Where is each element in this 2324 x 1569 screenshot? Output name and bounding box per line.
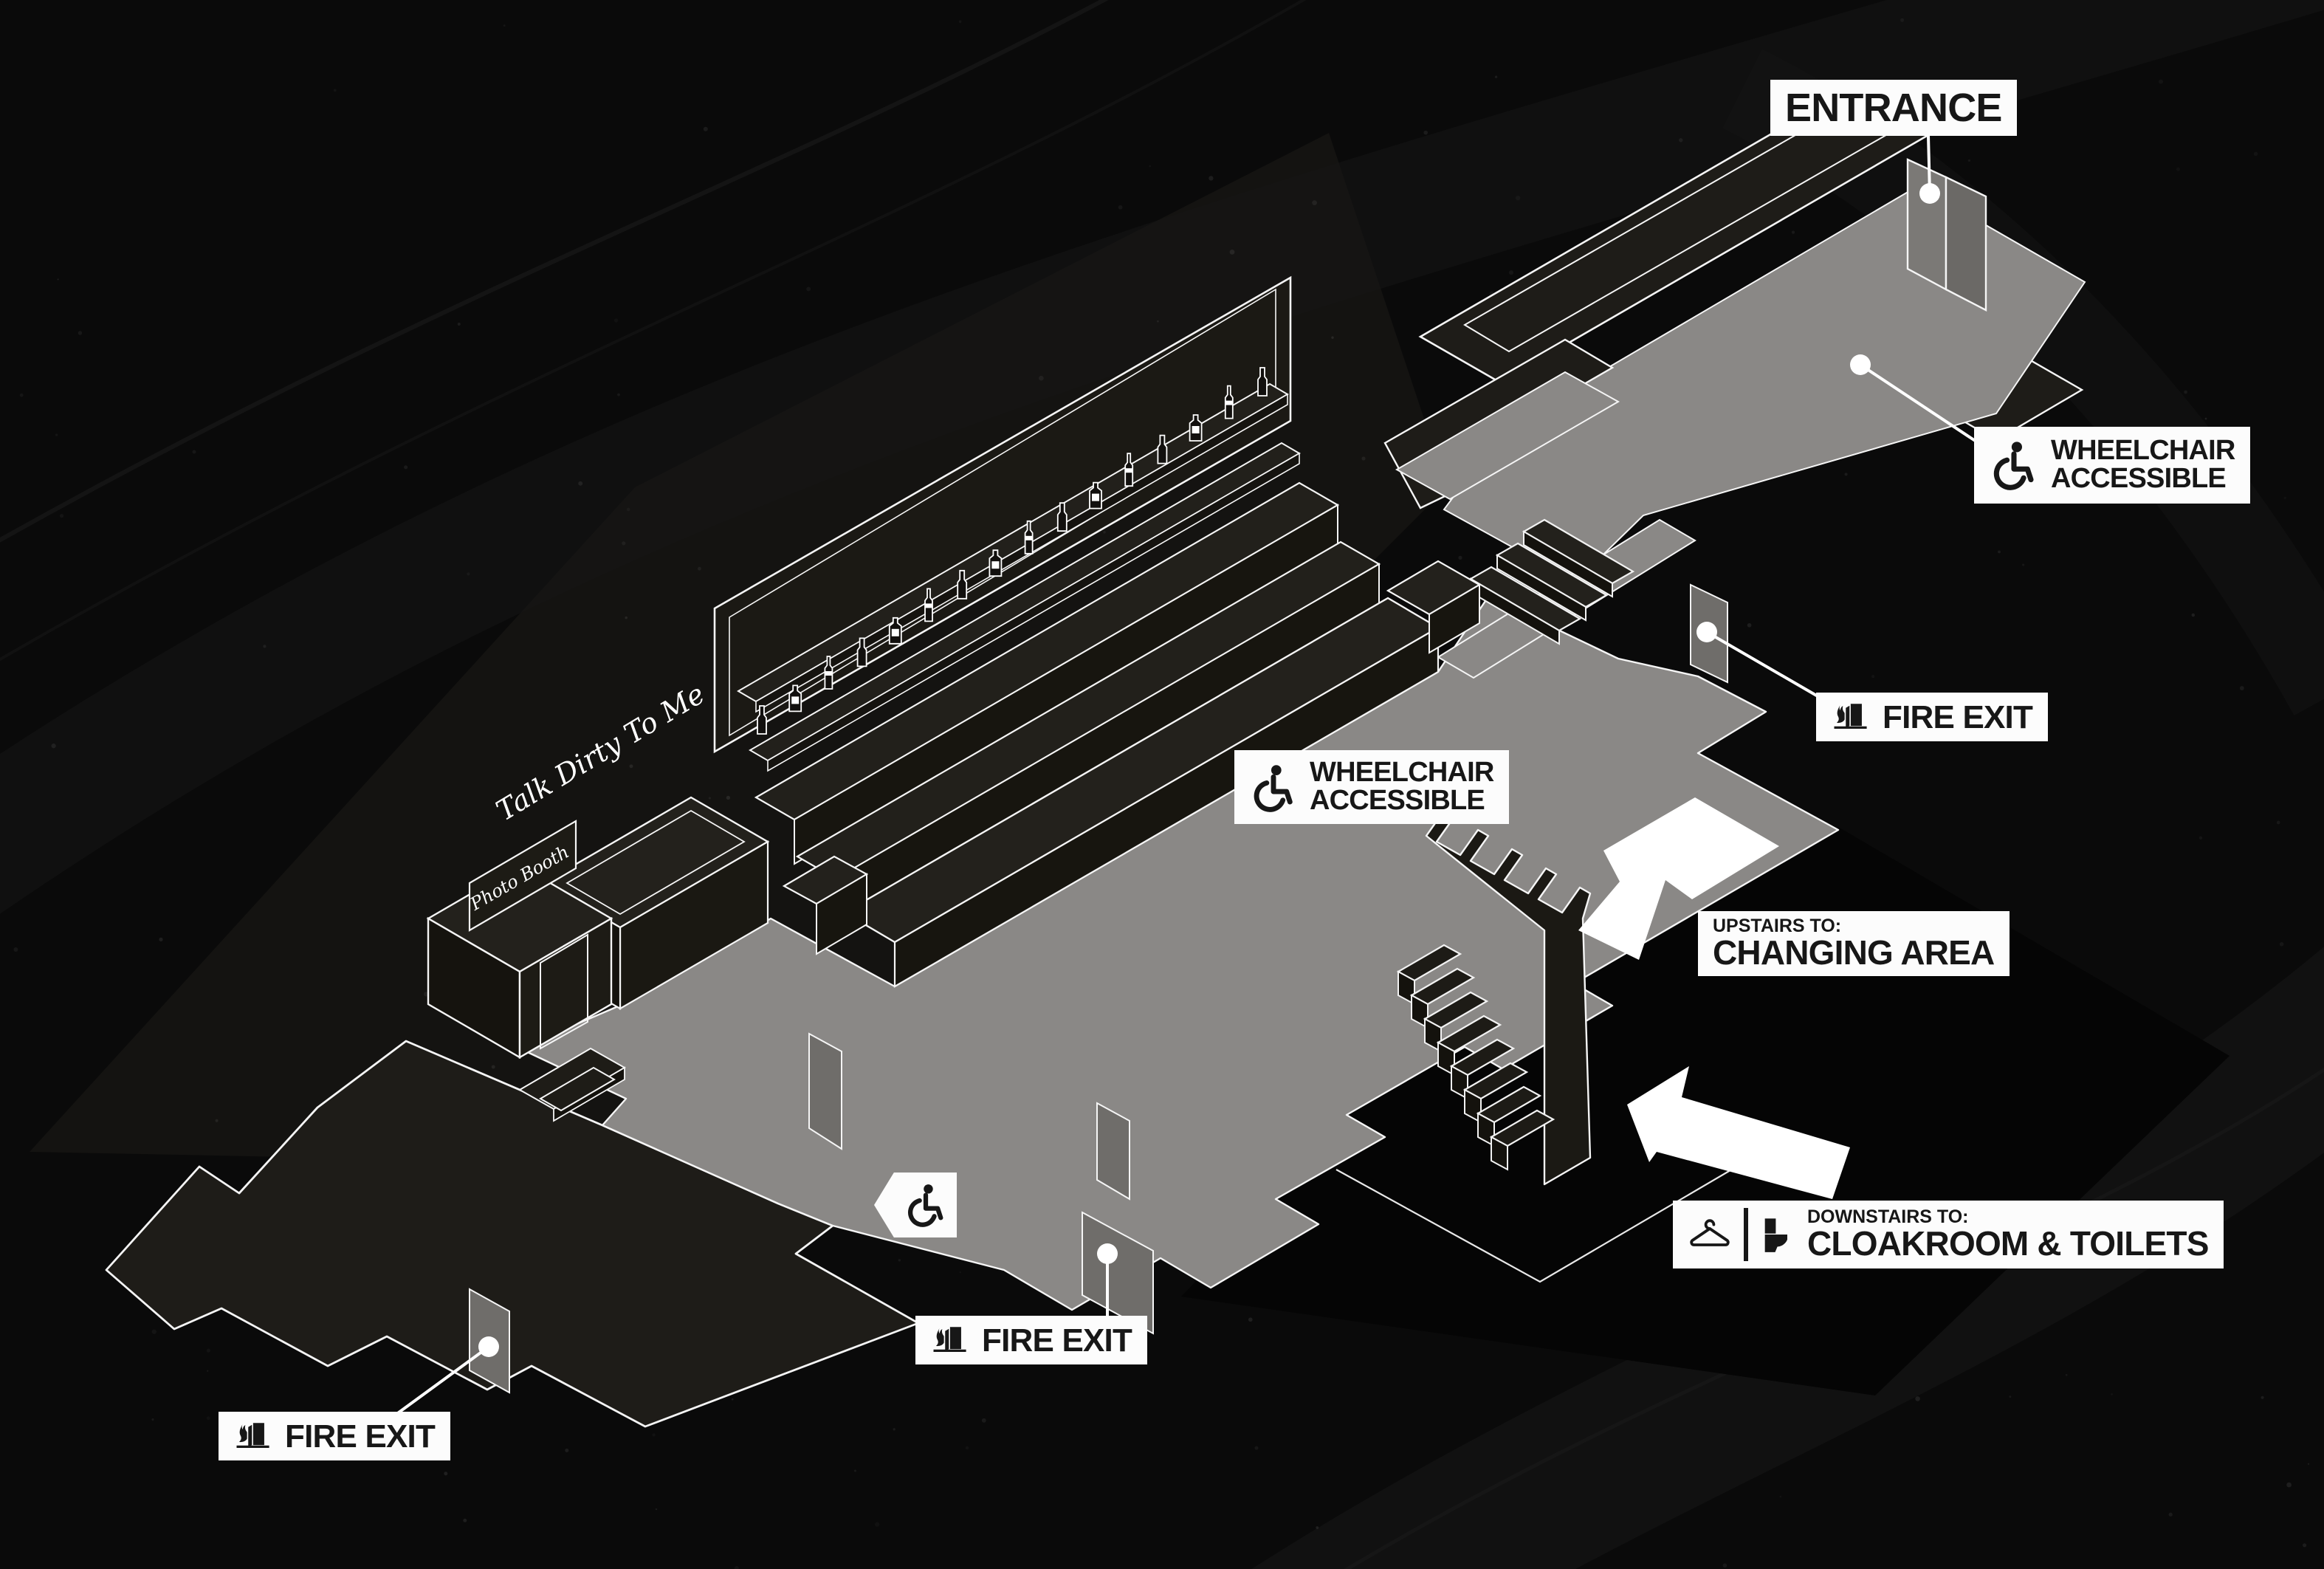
fire-exit-right-text: FIRE EXIT	[1883, 698, 2033, 735]
fire-exit-icon	[233, 1418, 273, 1454]
bottle-icon	[989, 549, 1003, 577]
staircase	[1335, 809, 1783, 1283]
bottle-icon	[1089, 481, 1102, 509]
fire-exit-center-label: FIRE EXIT	[915, 1316, 1147, 1364]
wheelchair-icon	[1249, 763, 1298, 811]
wheelchair-main-line1: WHEELCHAIR	[1310, 757, 1494, 789]
fire-exit-icon	[930, 1322, 970, 1358]
changing-area-title: CHANGING AREA	[1713, 933, 1995, 972]
fire-exit-door-center	[1082, 1211, 1154, 1335]
bar-shelf-edge	[767, 452, 1300, 772]
fire-exit-icon	[1831, 699, 1871, 735]
bottle-icon	[824, 656, 833, 690]
fire-exit-left-label: FIRE EXIT	[219, 1412, 450, 1460]
bottle-icon	[1024, 520, 1034, 555]
fire-exit-center-text: FIRE EXIT	[982, 1321, 1132, 1358]
photo-booth-door	[540, 933, 588, 1050]
entrance-corridor	[1383, 83, 2086, 679]
hanger-icon	[1688, 1217, 1732, 1252]
entrance-label: ENTRANCE	[1770, 80, 2017, 136]
bottle-icon	[1189, 414, 1203, 442]
entrance-door-panel	[1945, 176, 1987, 312]
wheelchair-entrance-line2: ACCESSIBLE	[2051, 464, 2227, 495]
entrance-door-panel	[1906, 158, 1947, 292]
bottle-icon	[1124, 453, 1134, 487]
toilet-icon	[1760, 1215, 1795, 1254]
bottle-icon	[1157, 434, 1168, 464]
stair-base-platform	[1335, 1139, 1783, 1283]
stair-riser	[1491, 1136, 1508, 1171]
photo-booth: Photo Booth	[426, 820, 627, 1122]
floor-wall-panel	[808, 1032, 842, 1150]
entry-step-riser	[1496, 554, 1586, 622]
wheelchair-entrance-line1: WHEELCHAIR	[2051, 435, 2235, 467]
fire-exit-left-text: FIRE EXIT	[285, 1417, 436, 1454]
downstairs-arrow	[1627, 1066, 1850, 1199]
fire-exit-right-label: FIRE EXIT	[1816, 693, 2048, 741]
leader-dots	[478, 183, 1940, 1357]
bottle-icon	[788, 684, 802, 713]
cloakroom-eyebrow: DOWNSTAIRS TO:	[1807, 1206, 1969, 1227]
bar: Talk Dirty To Me	[491, 275, 1482, 1010]
changing-area-label: UPSTAIRS TO: CHANGING AREA	[1698, 911, 2010, 976]
bottle-icon	[1224, 385, 1234, 419]
bar-return-front	[1429, 583, 1480, 654]
stair-wall	[1425, 809, 1592, 1186]
entry-step-riser	[1523, 530, 1613, 598]
wheelchair-main-line2: ACCESSIBLE	[1310, 786, 1485, 817]
bottle-row	[757, 367, 1268, 735]
bottle-icon	[757, 705, 767, 735]
floor-wall-panel	[1096, 1102, 1130, 1201]
wheelchair-accessible-entrance-label: WHEELCHAIR ACCESSIBLE	[1974, 427, 2250, 504]
photo-booth-sign-panel	[468, 820, 577, 932]
entrance-label-text: ENTRANCE	[1785, 85, 2002, 129]
bar-counter-front	[893, 626, 1440, 988]
booth-step	[539, 1066, 616, 1112]
bottle-icon	[1056, 502, 1068, 532]
label-divider	[1744, 1208, 1748, 1261]
upstairs-arrow	[1578, 797, 1779, 960]
bottle-icon	[856, 637, 867, 667]
bottle-icon	[888, 617, 902, 645]
bottle-icon	[924, 588, 933, 622]
changing-area-eyebrow: UPSTAIRS TO:	[1713, 915, 1842, 936]
bottle-icon	[1257, 367, 1268, 396]
entry-steps	[1468, 518, 1635, 645]
wheelchair-accessible-main-label: WHEELCHAIR ACCESSIBLE	[1234, 750, 1509, 824]
wheelchair-icon	[904, 1183, 948, 1227]
bar-hatch-front	[816, 873, 867, 955]
service-counter-rim	[565, 809, 746, 916]
cloakroom-title: CLOAKROOM & TOILETS	[1807, 1223, 2209, 1263]
cloakroom-toilets-label: DOWNSTAIRS TO: CLOAKROOM & TOILETS	[1673, 1201, 2224, 1268]
wheelchair-direction-sign	[874, 1173, 957, 1237]
wheelchair-icon	[1989, 440, 2039, 490]
bottle-icon	[957, 569, 968, 600]
upper-walkway	[1395, 371, 1620, 501]
